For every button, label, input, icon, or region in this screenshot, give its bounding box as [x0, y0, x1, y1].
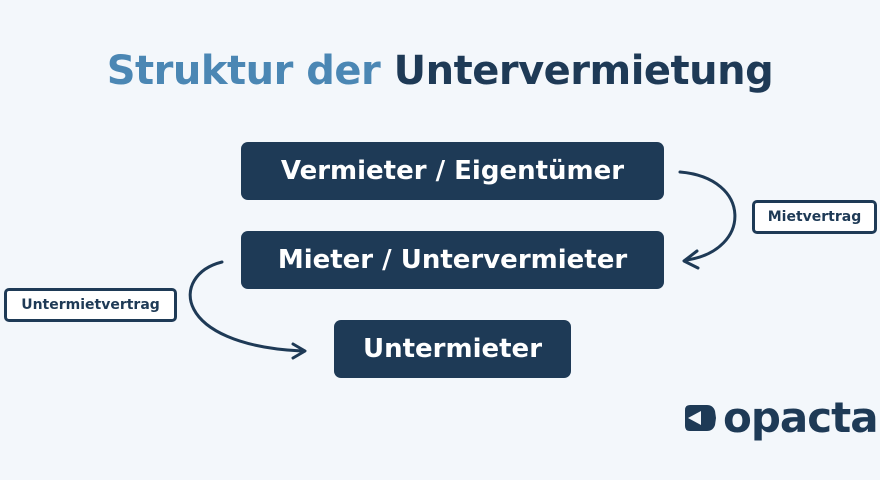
sublease-arrow: [188, 260, 304, 353]
title-part-2: Untervermietung: [393, 48, 774, 94]
lease-tag: Mietvertrag: [752, 200, 877, 234]
sublease-tag: Untermietvertrag: [4, 288, 177, 322]
logo-mark-icon: [685, 405, 716, 431]
subtenant-label: Untermieter: [362, 334, 543, 364]
subtenant-box: Untermieter: [334, 320, 571, 378]
lease-tag-label: Mietvertrag: [767, 209, 862, 225]
tenant-label: Mieter / Untervermieter: [277, 245, 628, 275]
page-title: Struktur der Untervermietung: [0, 48, 880, 94]
landlord-box: Vermieter / Eigentümer: [241, 142, 664, 200]
sublease-arrowhead: [291, 342, 307, 360]
lease-arrowhead: [682, 249, 700, 270]
landlord-label: Vermieter / Eigentümer: [280, 156, 625, 186]
brand-logo: opacta: [683, 393, 879, 442]
logo-text: opacta: [723, 393, 879, 442]
tenant-box: Mieter / Untervermieter: [241, 231, 664, 289]
sublease-tag-label: Untermietvertrag: [21, 297, 160, 313]
title-part-1: Struktur der: [106, 48, 381, 94]
lease-arrow: [678, 170, 737, 262]
